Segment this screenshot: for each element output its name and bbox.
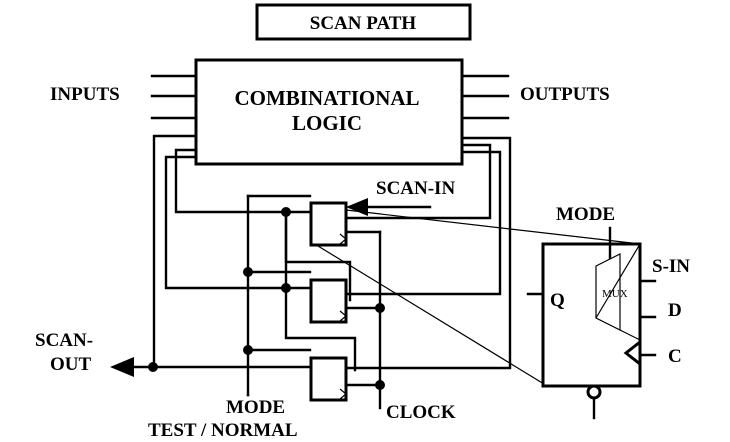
clock-triangle — [623, 340, 641, 366]
logic-frame — [194, 58, 464, 166]
junction-dots — [148, 207, 385, 390]
detail-q-label: Q — [550, 290, 565, 311]
flip-flop-1 — [309, 201, 348, 247]
logic-line-1: COMBINATIONAL — [234, 86, 419, 110]
feedback-wires — [152, 134, 512, 370]
title-frame — [255, 3, 472, 41]
scan-out-label-1: SCAN- — [35, 330, 93, 351]
title-box: SCAN PATH — [255, 3, 472, 41]
detail-c-label: C — [668, 346, 682, 367]
scan-out-label-2: OUT — [50, 354, 92, 375]
reset-bubble — [586, 384, 602, 400]
clock-label: CLOCK — [386, 402, 456, 423]
mode-label: MODE — [226, 397, 285, 418]
detail-mode-label: MODE — [556, 204, 615, 225]
scan-out-arrow — [110, 357, 134, 377]
logic-line-2: LOGIC — [292, 111, 362, 135]
scan-in-label: SCAN-IN — [376, 178, 455, 199]
input-lines — [150, 74, 198, 120]
flip-flop-3 — [309, 356, 348, 402]
zoom-line-top — [345, 209, 641, 245]
scan-flip-flop-detail: MUX — [526, 226, 657, 420]
scan-in-arrow — [346, 198, 368, 216]
title-text: SCAN PATH — [310, 13, 417, 34]
outputs-label: OUTPUTS — [520, 84, 610, 105]
detail-frame — [541, 242, 642, 388]
detail-d-label: D — [668, 300, 682, 321]
flip-flop-2 — [309, 278, 348, 324]
mux-label: MUX — [602, 288, 628, 300]
output-lines — [460, 74, 510, 120]
scan-chain-wires — [130, 194, 432, 410]
detail-s-in-label: S-IN — [652, 256, 690, 277]
combinational-logic-block: COMBINATIONAL LOGIC — [194, 58, 464, 166]
test-normal-label: TEST / NORMAL — [148, 420, 298, 441]
zoom-line-bottom — [317, 245, 545, 385]
inputs-label: INPUTS — [50, 84, 120, 105]
